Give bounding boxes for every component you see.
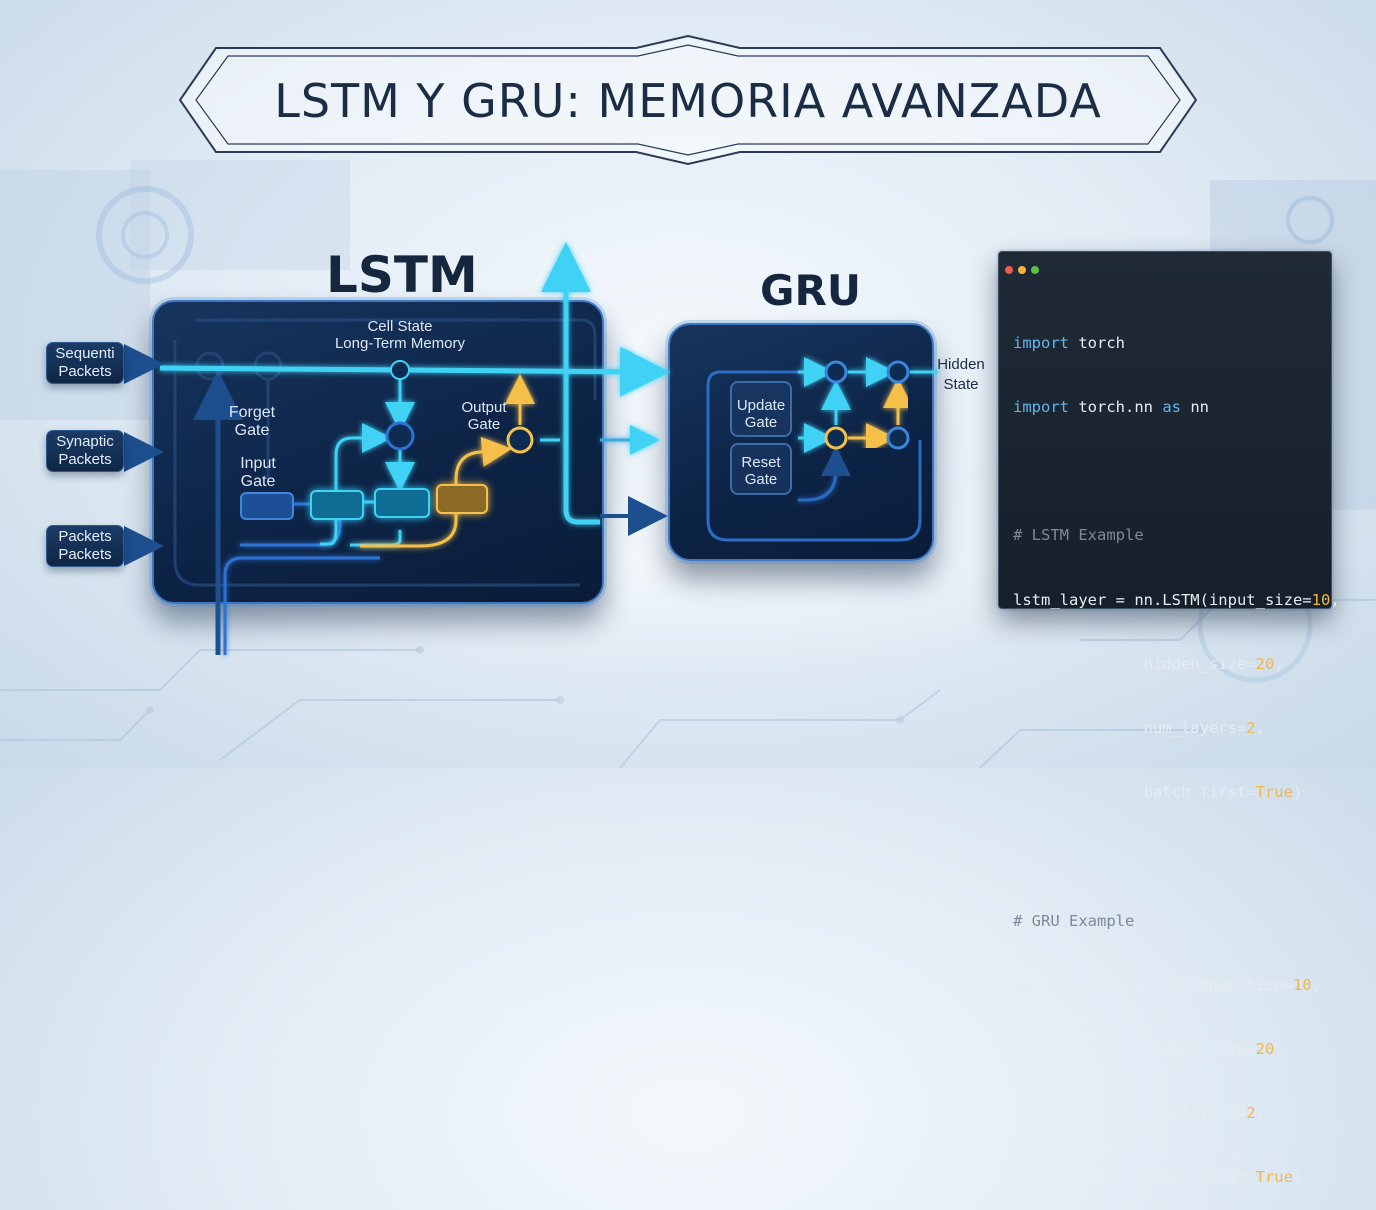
cell-update-box: [374, 488, 430, 518]
code-line: num_layers=2,: [1013, 1103, 1323, 1124]
cell-state-label: Cell State Long-Term Memory: [290, 318, 510, 353]
hidden-state-line2: State: [943, 375, 979, 393]
code-keyword: import: [1013, 398, 1069, 417]
input-gate-line1: Input: [240, 455, 276, 472]
output-gate-line1: Output: [461, 399, 507, 416]
code-line: batch_first=True): [1013, 1167, 1323, 1188]
output-gate-line2: Gate: [467, 416, 501, 434]
code-number: True: [1255, 1168, 1293, 1187]
title-banner: LSTM Y GRU: MEMORIA AVANZADA: [176, 34, 1200, 166]
code-line-blank: [1013, 461, 1323, 482]
gru-heading: GRU: [760, 266, 861, 315]
code-text: hidden_size=: [1013, 654, 1256, 673]
code-text: ): [1292, 783, 1303, 802]
code-keyword: as: [1162, 398, 1181, 417]
code-number: 20: [1255, 1040, 1275, 1059]
input-gate-box: [240, 492, 294, 520]
code-text: ,: [1311, 975, 1321, 994]
input-packet: Sequenti Packets: [46, 342, 124, 384]
code-line: import torch.nn as nn: [1013, 397, 1323, 418]
code-text: ,: [1330, 590, 1340, 609]
update-gate-line1: Update: [736, 397, 786, 414]
packet-line1: Synaptic: [56, 433, 114, 450]
code-line: gru_layer = nn.GRU(input_size=10,: [1013, 975, 1323, 996]
input-gate-line2: Gate: [240, 473, 276, 491]
code-line: batch_first=True): [1013, 782, 1323, 803]
update-gate-line2: Gate: [744, 414, 778, 432]
code-text: ,: [1274, 1040, 1284, 1059]
page-title: LSTM Y GRU: MEMORIA AVANZADA: [274, 74, 1102, 128]
minimize-dot-icon[interactable]: [1018, 266, 1026, 274]
close-dot-icon[interactable]: [1005, 266, 1013, 274]
code-text: num_layers=: [1013, 719, 1247, 738]
reset-gate-line2: Gate: [744, 471, 778, 489]
code-line: hidden_size=20,: [1013, 1039, 1323, 1060]
code-text: lstm_layer = nn.LSTM(input_size=: [1013, 590, 1312, 609]
cell-state-text: Cell State: [367, 318, 433, 335]
code-text: ,: [1274, 654, 1284, 673]
code-line-blank: [1013, 846, 1323, 867]
code-text: ): [1292, 1168, 1303, 1187]
hidden-state-line1: Hidden: [937, 356, 985, 373]
lstm-heading: LSTM: [326, 246, 478, 304]
code-text: torch.nn: [1069, 398, 1163, 417]
code-text: nn: [1181, 398, 1209, 417]
code-text: torch: [1069, 333, 1125, 352]
code-line: import torch: [1013, 333, 1323, 354]
code-number: 20: [1255, 654, 1275, 673]
code-number: 2: [1246, 1104, 1256, 1123]
output-gate-box: [436, 484, 488, 514]
maximize-dot-icon[interactable]: [1031, 266, 1039, 274]
long-term-memory-text: Long-Term Memory: [334, 335, 466, 353]
forget-gate-line1: Forget: [228, 404, 276, 421]
code-number: 2: [1246, 719, 1256, 738]
packet-line2: Packets: [58, 546, 112, 563]
code-text: batch_first=: [1013, 1168, 1256, 1187]
packet-line2: Packets: [58, 451, 112, 468]
packet-line1: Sequenti: [55, 345, 115, 362]
code-text: ,: [1255, 1104, 1265, 1123]
code-line: hidden_size=20,: [1013, 654, 1323, 675]
code-block: import torch import torch.nn as nn # LST…: [1013, 290, 1340, 1210]
gru-cell-panel: [668, 323, 934, 561]
packet-line1: Packets: [58, 528, 112, 545]
candidate-gate-box: [310, 490, 364, 520]
forget-gate-line2: Gate: [234, 422, 270, 440]
forget-gate-label: Forget Gate: [214, 404, 290, 441]
code-text: hidden_size=: [1013, 1040, 1256, 1059]
update-gate: Update Gate: [730, 381, 792, 437]
code-number: True: [1255, 783, 1293, 802]
output-gate-label: Output Gate: [448, 399, 520, 434]
packet-line2: Packets: [58, 363, 112, 380]
input-gate-label: Input Gate: [220, 455, 296, 492]
input-packet: Packets Packets: [46, 525, 124, 567]
code-text: gru_layer = nn.GRU(input_size=: [1013, 975, 1293, 994]
reset-gate-line1: Reset: [741, 454, 781, 471]
code-comment: # GRU Example: [1013, 911, 1135, 930]
code-line: num_layers=2,: [1013, 718, 1323, 739]
banner-frame: [178, 34, 1198, 166]
code-comment: # LSTM Example: [1013, 526, 1144, 545]
code-editor-window: [998, 251, 1332, 609]
code-keyword: import: [1013, 333, 1069, 352]
code-number: 10: [1292, 975, 1312, 994]
hidden-state-label: Hidden State: [934, 355, 988, 394]
code-number: 10: [1311, 590, 1331, 609]
code-text: batch_first=: [1013, 783, 1256, 802]
code-text: ,: [1255, 719, 1265, 738]
code-text: num_layers=: [1013, 1104, 1247, 1123]
code-line: lstm_layer = nn.LSTM(input_size=10,: [1013, 590, 1340, 611]
input-packet: Synaptic Packets: [46, 430, 124, 472]
reset-gate: Reset Gate: [730, 443, 792, 495]
